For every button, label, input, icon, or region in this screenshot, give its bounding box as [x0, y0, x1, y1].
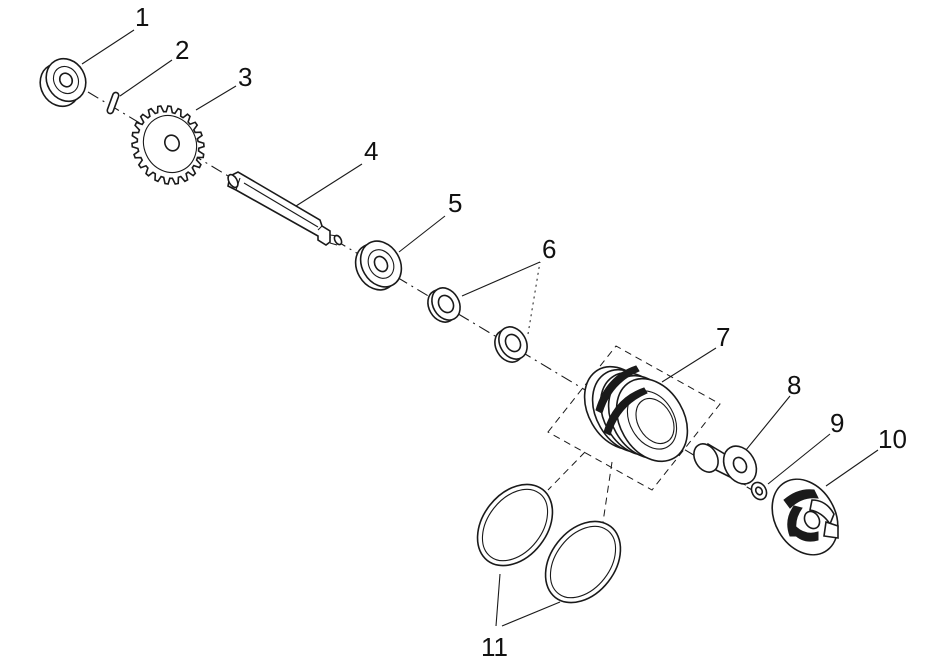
- part-5-bearing: [354, 240, 403, 291]
- callout-1: 1: [135, 2, 149, 32]
- part-11-o-rings: [476, 451, 622, 604]
- leader-lines: [81, 29, 879, 627]
- part-3-gear: [131, 105, 205, 185]
- callout-4: 4: [364, 136, 378, 166]
- center-axis: [87, 91, 753, 491]
- callout-9: 9: [830, 408, 844, 438]
- callout-8: 8: [787, 370, 801, 400]
- callout-labels: 1 2 3 4 5 6 7 8 9 10 11: [135, 2, 907, 662]
- callout-6: 6: [542, 234, 556, 264]
- part-2-pin: [106, 91, 120, 115]
- part-9-washer: [750, 481, 768, 501]
- part-8-collar: [693, 442, 758, 486]
- part-6-seals: [427, 287, 528, 363]
- callout-10: 10: [878, 424, 907, 454]
- part-4-shaft: [227, 171, 343, 246]
- part-10-impeller: [771, 478, 839, 556]
- part-1-bearing: [39, 57, 87, 108]
- part-7-seal-assembly: [547, 345, 721, 491]
- callout-2: 2: [175, 35, 189, 65]
- callout-5: 5: [448, 188, 462, 218]
- callout-7: 7: [716, 322, 730, 352]
- callout-11: 11: [481, 632, 508, 662]
- callout-3: 3: [238, 62, 252, 92]
